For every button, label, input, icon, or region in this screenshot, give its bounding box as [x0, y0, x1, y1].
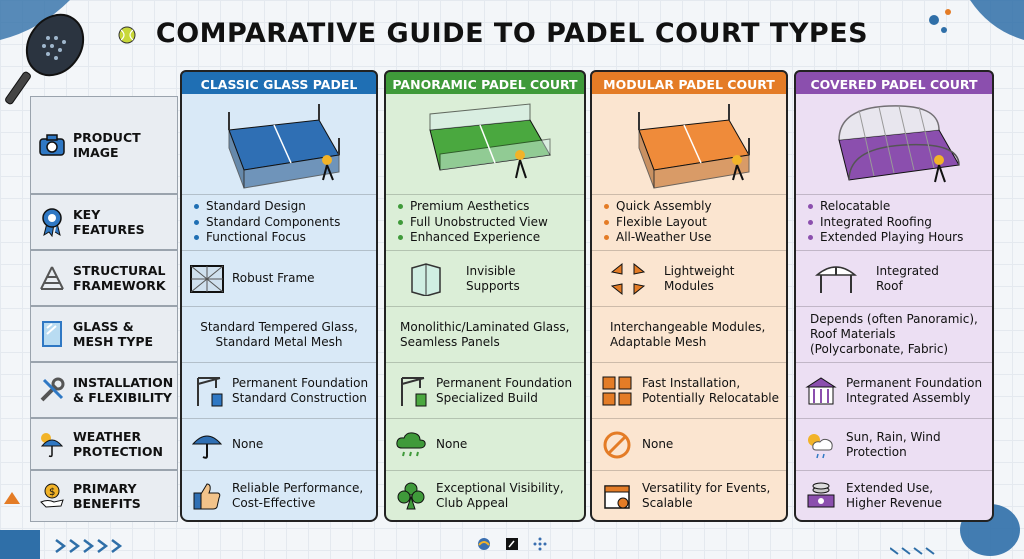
row-label-weather: WEATHER PROTECTION	[30, 418, 178, 470]
cell-panoramic-glass: Monolithic/Laminated Glass,Seamless Pane…	[386, 306, 584, 362]
panoramic-court-illustration	[429, 103, 551, 179]
row-label-glass-mesh: GLASS & MESH TYPE	[30, 306, 178, 362]
feature-item: Functional Focus	[193, 230, 340, 246]
wrench-screwdriver-icon	[31, 376, 73, 404]
cell-covered-image	[796, 96, 992, 194]
cell-panoramic-weather: None	[386, 418, 584, 470]
award-ribbon-icon	[31, 207, 73, 237]
column-header-covered: COVERED PADEL COURT	[794, 70, 994, 96]
cell-classic-weather: None	[182, 418, 376, 470]
row-label-benefits: $ PRIMARY BENEFITS	[30, 470, 178, 522]
no-symbol-icon	[592, 430, 642, 460]
row-label-key-features: KEY FEATURES	[30, 194, 178, 250]
sun-rain-wind-icon	[796, 430, 846, 460]
feature-item: Quick Assembly	[604, 199, 712, 214]
money-stack-icon	[796, 481, 846, 511]
footer-icons	[0, 537, 1024, 551]
svg-text:$: $	[49, 487, 55, 498]
glass-panel-icon	[31, 320, 73, 348]
dots-decoration-icon	[929, 0, 1024, 40]
page-title: COMPARATIVE GUIDE TO PADEL COURT TYPES	[155, 18, 869, 49]
triangle-decoration-icon	[0, 492, 123, 559]
coin-hand-icon: $	[31, 482, 73, 510]
row-label-product-image: PRODUCT IMAGE	[30, 96, 178, 194]
column-header-classic: CLASSIC GLASS PADEL COURT	[180, 70, 378, 118]
feature-item: All-Weather Use	[604, 230, 712, 245]
tennis-ball-icon	[118, 26, 136, 44]
row-label-installation: INSTALLATION & FLEXIBILITY	[30, 362, 178, 418]
feature-item: Extended Playing Hours	[807, 230, 964, 245]
rain-cloud-icon	[386, 430, 436, 460]
cell-modular-glass: Interchangeable Modules,Adaptable Mesh	[592, 306, 786, 362]
crane-icon	[386, 374, 436, 408]
umbrella-icon	[182, 430, 232, 460]
logo-a-icon	[478, 538, 490, 550]
cell-covered-glass: Depends (often Panoramic),Roof Materials…	[796, 306, 992, 362]
feature-item: Standard Design	[193, 199, 340, 215]
feature-item: Flexible Layout	[604, 215, 712, 231]
cell-modular-benefits: Versatility for Events,Scalable	[592, 470, 786, 520]
cell-classic-image	[182, 96, 376, 194]
cell-panoramic-image	[386, 96, 584, 194]
cell-classic-framework: Robust Frame	[182, 250, 376, 306]
logo-c-icon	[533, 537, 547, 551]
row-label-structural-framework: STRUCTURAL FRAMEWORK	[30, 250, 178, 306]
classic-court-illustration	[228, 104, 340, 189]
logo-b-icon	[506, 538, 518, 550]
feature-item: Full Unobstructed View	[398, 214, 548, 229]
column-header-modular: MODULAR PADEL COURT	[590, 70, 788, 96]
cell-classic-glass: Standard Tempered Glass,Standard Metal M…	[182, 306, 376, 362]
feature-item: Premium Aesthetics	[398, 199, 548, 215]
cell-modular-weather: None	[592, 418, 786, 470]
modular-court-illustration	[638, 104, 750, 189]
cell-modular-installation: Fast Installation,Potentially Relocatabl…	[592, 362, 786, 418]
feature-item: Relocatable	[807, 199, 963, 215]
club-icon	[386, 481, 436, 511]
feature-item: Integrated Roofing	[807, 215, 963, 231]
umbrella-sun-icon	[31, 430, 73, 458]
framework-icon	[31, 265, 73, 291]
cell-panoramic-benefits: Exceptional Visibility,Club Appeal	[386, 470, 584, 520]
cell-modular-image	[592, 96, 786, 194]
fence-frame-icon	[182, 264, 232, 294]
thumbs-up-icon	[182, 481, 232, 511]
crane-icon	[182, 374, 232, 408]
column-panoramic	[384, 94, 586, 522]
feature-item: Standard Components	[193, 214, 341, 229]
cell-covered-benefits: Extended Use,Higher Revenue	[796, 470, 992, 520]
building-icon	[796, 375, 846, 407]
calendar-icon	[592, 481, 642, 511]
glass-corner-icon	[386, 262, 466, 296]
roof-pavilion-icon	[796, 263, 876, 295]
module-blocks-icon	[592, 262, 664, 296]
cell-classic-benefits: Reliable Performance,Cost-Effective	[182, 470, 376, 520]
covered-court-illustration	[838, 105, 960, 183]
padel-racket-icon	[0, 0, 85, 105]
camera-icon	[31, 133, 73, 157]
column-header-panoramic: PANORAMIC PADEL COURT	[384, 70, 586, 96]
feature-item: Enhanced Experience	[398, 230, 548, 246]
puzzle-icon	[592, 374, 642, 408]
